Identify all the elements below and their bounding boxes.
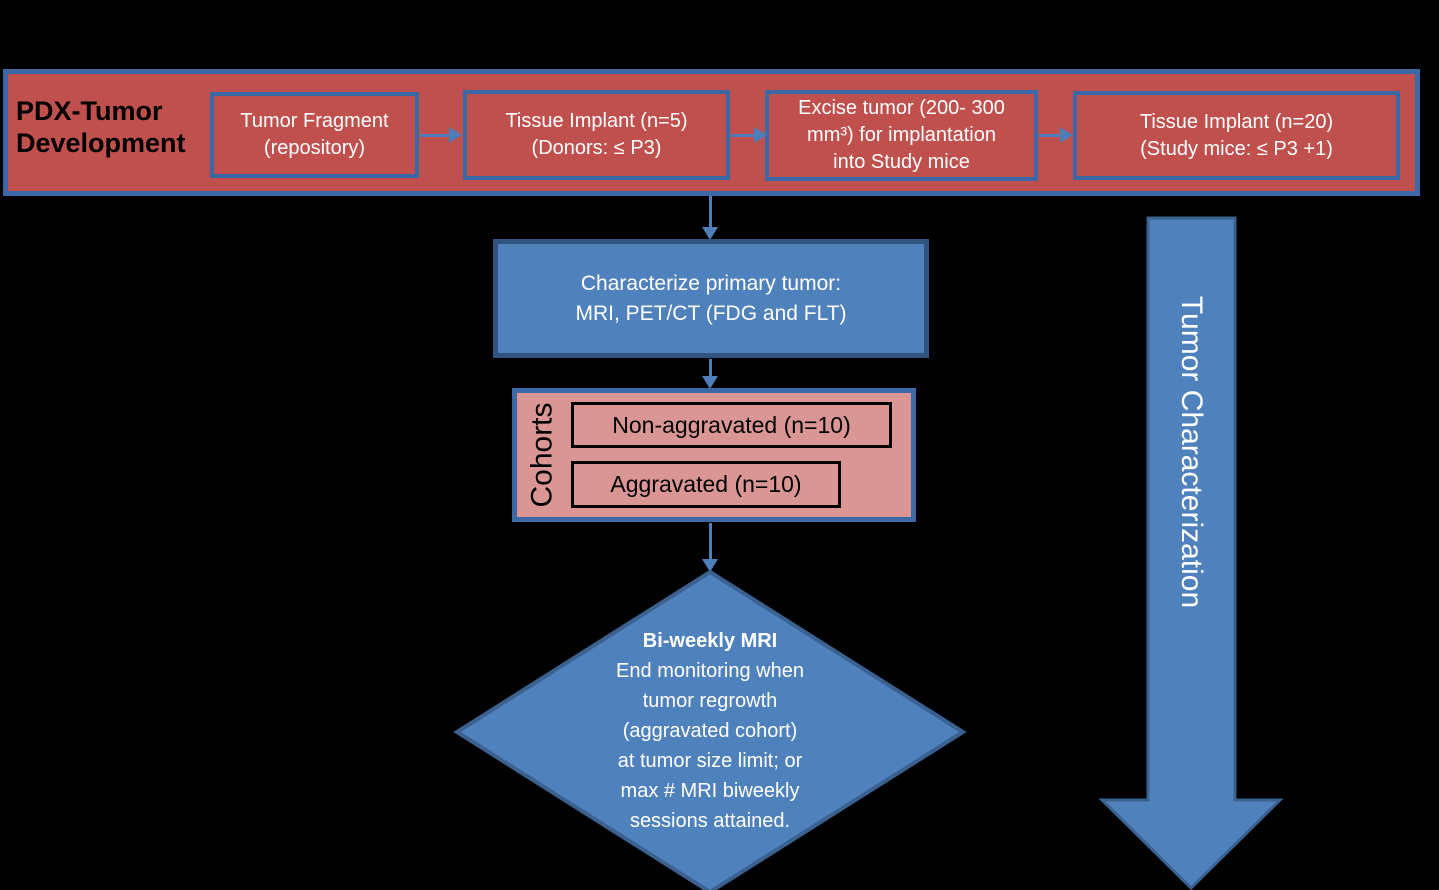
banner-box-excise-tumor: Excise tumor (200- 300 mm³) for implanta…	[765, 90, 1038, 181]
banner-box-tissue-implant-donors: Tissue Implant (n=5) (Donors: ≤ P3)	[463, 90, 730, 180]
banner-box-tumor-fragment: Tumor Fragment (repository)	[210, 92, 419, 178]
banner-title-line2: Development	[16, 128, 186, 158]
cohort-non-aggravated: Non-aggravated (n=10)	[571, 402, 892, 448]
cohorts-label: Cohorts	[526, 402, 560, 508]
decision-line: tumor regrowth	[642, 690, 778, 712]
banner-title-line1: PDX-Tumor	[16, 96, 163, 126]
connector-line	[709, 523, 712, 559]
box-text-line: (Study mice: ≤ P3 +1)	[1140, 137, 1333, 160]
decision-line: at tumor size limit; or	[617, 750, 803, 772]
tumor-characterization-label: Tumor Characterization	[1175, 295, 1208, 609]
decision-title: Bi-weekly MRI	[642, 630, 778, 652]
connector-line	[709, 196, 712, 227]
connector-line	[709, 359, 712, 376]
arrow-down-icon	[702, 559, 718, 572]
box-text-line: MRI, PET/CT (FDG and FLT)	[575, 301, 847, 325]
box-text-line: Excise tumor (200- 300	[798, 97, 1005, 119]
tumor-characterization-arrow	[1098, 216, 1284, 890]
connector-line	[1039, 134, 1061, 137]
decision-line: sessions attained.	[629, 810, 791, 832]
box-text-line: (repository)	[263, 137, 366, 159]
decision-diamond-text: Bi-weekly MRI End monitoring when tumor …	[555, 626, 865, 836]
box-text-line: Tumor Fragment	[240, 110, 389, 132]
arrow-down-icon	[702, 376, 718, 389]
arrow-down-icon	[702, 227, 718, 240]
box-text-line: into Study mice	[833, 151, 970, 173]
cohorts-label-wrap: Cohorts	[514, 390, 572, 520]
box-text-line: Tissue Implant (n=20)	[1139, 110, 1334, 133]
arrow-right-icon	[449, 127, 462, 143]
arrow-right-icon	[754, 127, 767, 143]
box-text-line: Tissue Implant (n=5)	[505, 110, 688, 132]
cohort-aggravated: Aggravated (n=10)	[571, 461, 841, 508]
decision-line: End monitoring when	[616, 660, 804, 682]
connector-line	[731, 134, 755, 137]
box-text-line: Characterize primary tumor:	[580, 271, 842, 295]
connector-line	[420, 134, 450, 137]
box-text-line: (Donors: ≤ P3)	[531, 137, 662, 159]
decision-line: (aggravated cohort)	[622, 720, 798, 742]
banner-title: PDX-Tumor Development	[16, 95, 186, 159]
decision-diamond-shape	[453, 569, 967, 890]
arrow-right-icon	[1060, 127, 1073, 143]
decision-line: max # MRI biweekly	[620, 780, 800, 802]
box-text-line: mm³) for implantation	[807, 124, 996, 146]
banner-box-tissue-implant-study: Tissue Implant (n=20) (Study mice: ≤ P3 …	[1073, 91, 1400, 180]
characterize-primary-tumor-box: Characterize primary tumor: MRI, PET/CT …	[493, 239, 929, 358]
